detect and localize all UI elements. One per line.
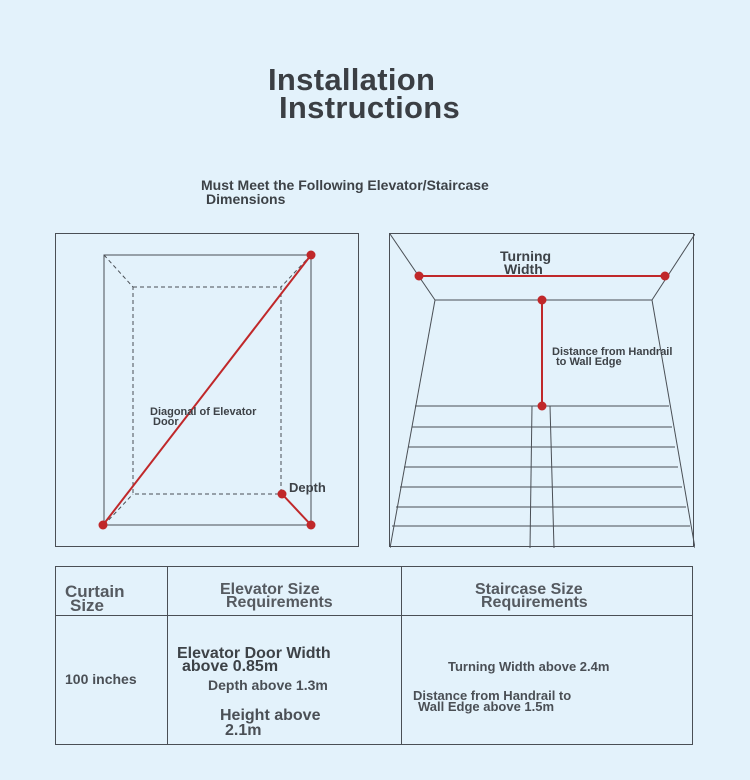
diagonal-label: Diagonal of Elevator Door	[150, 406, 257, 428]
elevator-drawing	[98, 250, 316, 530]
wall-edge-left	[390, 299, 436, 548]
center-rail-left	[529, 405, 533, 548]
wall-edge-right	[651, 299, 695, 548]
elevator-diagram: Diagonal of Elevator Door Depth	[55, 233, 359, 547]
turning-start-point	[414, 271, 424, 281]
table-divider	[167, 567, 168, 744]
depth-label: Depth	[289, 480, 326, 495]
elevator-depth-requirement: Depth above 1.3m	[208, 677, 328, 693]
stair-handrail-distance-requirement: Distance from Handrail to Wall Edge abov…	[413, 688, 572, 714]
center-rail-right	[549, 405, 555, 548]
elevator-edge-bottom-left	[103, 493, 134, 526]
size-requirements-table: Curtain Size Elevator Size Requirements …	[55, 566, 693, 745]
elevator-back-frame	[132, 286, 282, 495]
wall-edge-top-left	[390, 234, 436, 301]
handrail-bottom-point	[537, 401, 547, 411]
depth-end-point	[306, 520, 316, 530]
subtitle-line-1: Must Meet the Following Elevator/Stairca…	[201, 177, 489, 193]
page-subtitle: Must Meet the Following Elevator/Stairca…	[201, 178, 489, 206]
staircase-drawing	[390, 234, 695, 548]
depth-start-point	[277, 489, 287, 499]
header-staircase-size: Staircase Size Requirements	[475, 581, 588, 611]
diagonal-end-point	[306, 250, 316, 260]
subtitle-line-2: Dimensions	[206, 191, 286, 207]
turning-width-label: Turning Width	[500, 248, 552, 277]
page-title: Installation Instructions	[268, 64, 461, 125]
diagonal-measure-line	[102, 254, 312, 526]
curtain-size-value: 100 inches	[65, 671, 137, 687]
elevator-front-frame	[103, 254, 312, 526]
diagonal-start-point	[98, 520, 108, 530]
wall-edge-top-right	[651, 234, 695, 301]
header-curtain-size: Curtain Size	[65, 582, 125, 615]
turning-end-point	[660, 271, 670, 281]
title-line-1: Installation	[268, 62, 436, 97]
header-elevator-size: Elevator Size Requirements	[220, 581, 333, 611]
handrail-top-point	[537, 295, 547, 305]
table-divider	[56, 615, 692, 616]
stair-turning-width-requirement: Turning Width above 2.4m	[448, 659, 610, 674]
table-divider	[401, 567, 402, 744]
depth-measure-line	[281, 493, 312, 526]
staircase-diagram: Turning Width Distance from Handrail to …	[389, 233, 695, 548]
elevator-door-width-requirement: Elevator Door Width above 0.85m	[177, 645, 331, 675]
elevator-height-requirement: Height above 2.1m	[220, 707, 321, 739]
title-line-2: Instructions	[279, 90, 461, 125]
elevator-edge-top-left	[103, 254, 134, 288]
handrail-distance-label: Distance from Handrail to Wall Edge	[552, 346, 673, 368]
